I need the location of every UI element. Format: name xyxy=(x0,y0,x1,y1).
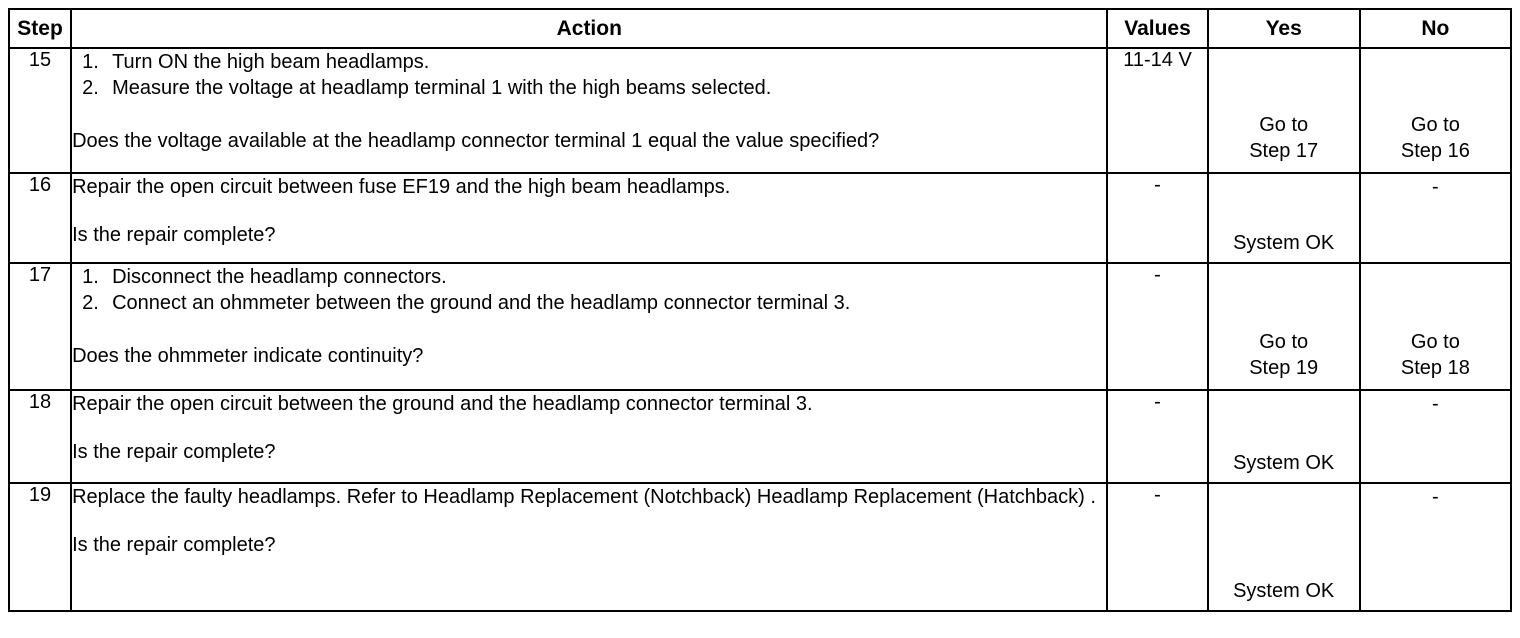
action-content: Repair the open circuit between fuse EF1… xyxy=(72,174,1106,249)
yes-result-cell: Go to Step 17 xyxy=(1206,47,1361,174)
step-number: 17 xyxy=(7,262,73,391)
step-number: 16 xyxy=(7,172,73,264)
values-cell: - xyxy=(1106,482,1209,612)
values-cell: - xyxy=(1106,389,1209,484)
table-row: 16 Repair the open circuit between fuse … xyxy=(7,172,1513,264)
table-row: 17 Disconnect the headlamp connectors. C… xyxy=(7,262,1513,391)
action-cell: Repair the open circuit between the grou… xyxy=(70,389,1109,484)
action-list-item: Disconnect the headlamp connectors. xyxy=(82,264,447,291)
action-cell: Turn ON the high beam headlamps. Measure… xyxy=(70,47,1109,174)
no-result-line2: Step 18 xyxy=(1400,357,1470,379)
spacer xyxy=(72,102,1106,128)
action-content: Turn ON the high beam headlamps. Measure… xyxy=(72,49,1106,154)
action-list-item: Measure the voltage at headlamp terminal… xyxy=(82,75,772,102)
action-list-item: Turn ON the high beam headlamps. xyxy=(82,49,430,76)
step-number: 19 xyxy=(7,482,73,612)
action-list-item: Connect an ohmmeter between the ground a… xyxy=(82,290,851,317)
action-lead: Repair the open circuit between fuse EF1… xyxy=(72,176,731,198)
no-result-cell: - xyxy=(1358,389,1513,484)
no-result-line1: - xyxy=(1432,176,1439,198)
yes-result-cell: System OK xyxy=(1206,172,1361,264)
action-cell: Disconnect the headlamp connectors. Conn… xyxy=(70,262,1109,391)
table-row: 19 Replace the faulty headlamps. Refer t… xyxy=(7,482,1513,612)
yes-result-line2: Step 17 xyxy=(1249,140,1319,162)
action-cell: Replace the faulty headlamps. Refer to H… xyxy=(70,482,1109,612)
no-result-line1: - xyxy=(1432,486,1439,508)
column-header-step: Step xyxy=(7,8,73,49)
yes-result-line2: System OK xyxy=(1233,452,1335,474)
action-question: Is the repair complete? xyxy=(72,224,276,247)
yes-result-line1: Go to xyxy=(1259,114,1309,136)
yes-result-line2: Step 19 xyxy=(1249,357,1319,379)
action-question: Is the repair complete? xyxy=(72,534,276,557)
action-question: Does the voltage available at the headla… xyxy=(72,129,880,152)
no-result-cell: - xyxy=(1358,482,1513,612)
action-question: Is the repair complete? xyxy=(72,441,276,464)
column-header-yes: Yes xyxy=(1206,8,1361,49)
action-content: Replace the faulty headlamps. Refer to H… xyxy=(72,484,1106,559)
no-result-cell: Go to Step 18 xyxy=(1358,262,1513,391)
yes-result-cell: Go to Step 19 xyxy=(1206,262,1361,391)
yes-result-cell: System OK xyxy=(1206,389,1361,484)
action-step-list: Turn ON the high beam headlamps. Measure… xyxy=(72,49,1106,102)
action-lead: Repair the open circuit between the grou… xyxy=(72,393,813,415)
no-result-line1: Go to xyxy=(1410,114,1460,136)
table-header: Step Action Values Yes No xyxy=(7,8,1513,49)
yes-result-line2: System OK xyxy=(1233,232,1335,254)
spacer xyxy=(72,510,1106,532)
table-row: 18 Repair the open circuit between the g… xyxy=(7,389,1513,484)
action-content: Repair the open circuit between the grou… xyxy=(72,391,1106,466)
diagnostic-steps-table: Step Action Values Yes No 15 Turn ON the… xyxy=(7,8,1513,612)
no-result-line2: Step 16 xyxy=(1400,140,1470,162)
no-result-line1: - xyxy=(1432,393,1439,415)
column-header-no: No xyxy=(1358,8,1513,49)
spacer xyxy=(72,317,1106,343)
yes-result-line2: System OK xyxy=(1233,580,1335,602)
action-content: Disconnect the headlamp connectors. Conn… xyxy=(72,264,1106,369)
yes-result-line1: Go to xyxy=(1259,331,1309,353)
spacer xyxy=(72,417,1106,439)
values-cell: - xyxy=(1106,262,1209,391)
action-question: Does the ohmmeter indicate continuity? xyxy=(72,344,424,367)
table-body: 15 Turn ON the high beam headlamps. Meas… xyxy=(7,47,1513,612)
no-result-cell: - xyxy=(1358,172,1513,264)
values-cell: 11-14 V xyxy=(1106,47,1209,174)
values-cell: - xyxy=(1106,172,1209,264)
column-header-values: Values xyxy=(1106,8,1209,49)
column-header-action: Action xyxy=(70,8,1109,49)
no-result-cell: Go to Step 16 xyxy=(1358,47,1513,174)
no-result-line1: Go to xyxy=(1410,331,1460,353)
table-header-row: Step Action Values Yes No xyxy=(7,8,1513,49)
action-lead: Replace the faulty headlamps. Refer to H… xyxy=(72,486,1096,508)
action-step-list: Disconnect the headlamp connectors. Conn… xyxy=(72,264,1106,317)
step-number: 18 xyxy=(7,389,73,484)
table-row: 15 Turn ON the high beam headlamps. Meas… xyxy=(7,47,1513,174)
step-number: 15 xyxy=(7,47,73,174)
action-cell: Repair the open circuit between fuse EF1… xyxy=(70,172,1109,264)
spacer xyxy=(72,200,1106,222)
yes-result-cell: System OK xyxy=(1206,482,1361,612)
